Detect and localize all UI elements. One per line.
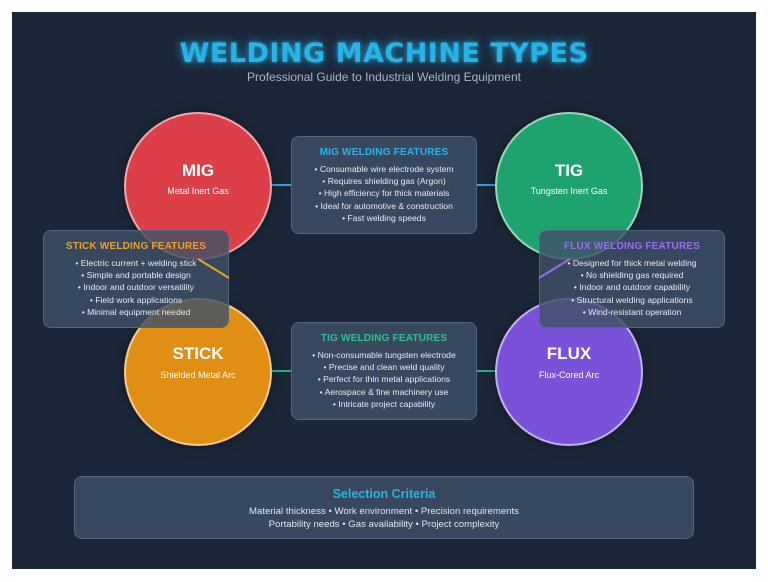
mig-name: MIG	[181, 161, 215, 180]
selection-criteria-panel: Selection Criteria Material thickness • …	[74, 476, 694, 539]
diagram-canvas: WELDING MACHINE TYPES Professional Guide…	[12, 12, 756, 569]
diagram-title: WELDING MACHINE TYPES	[179, 38, 589, 69]
flux-features-list: • Designed for thick metal welding • No …	[540, 257, 724, 318]
flux-name: FLUX	[546, 344, 592, 363]
selection-criteria-title: Selection Criteria	[332, 487, 436, 501]
list-item: • No shielding gas required	[580, 270, 684, 281]
stick-full-name: Shielded Metal Arc	[160, 370, 236, 380]
selection-criteria-line-2: Portability needs • Gas availability • P…	[268, 519, 500, 530]
list-item: • Intricate project capability	[332, 398, 436, 409]
list-item: • Precise and clean weld quality	[323, 362, 445, 373]
list-item: • Non-consumable tungsten electrode	[312, 350, 456, 360]
list-item: • Minimal equipment needed	[81, 306, 191, 317]
mig-full-name: Metal Inert Gas	[167, 186, 229, 196]
stick-features-panel: STICK WELDING FEATURES • Electric curren…	[43, 230, 229, 328]
list-item: • Simple and portable design	[81, 270, 191, 281]
mig-features-title: MIG WELDING FEATURES	[319, 147, 449, 158]
flux-full-name: Flux-Cored Arc	[538, 370, 600, 380]
tig-features-title: TIG WELDING FEATURES	[320, 333, 448, 344]
tig-features-list: • Non-consumable tungsten electrode • Pr…	[292, 349, 476, 410]
list-item: • Wind-resistant operation	[582, 306, 682, 317]
list-item: • Indoor and outdoor capability	[573, 282, 691, 293]
tig-features-panel: TIG WELDING FEATURES • Non-consumable tu…	[291, 322, 477, 420]
mig-features-list: • Consumable wire electrode system • Req…	[292, 163, 476, 224]
list-item: • Perfect for thin metal applications	[317, 374, 451, 385]
list-item: • Aerospace & fine machinery use	[319, 386, 449, 397]
connector-mig-to-features	[272, 184, 292, 186]
stick-features-list: • Electric current + welding stick • Sim…	[44, 257, 228, 318]
selection-criteria-line-1: Material thickness • Work environment • …	[249, 506, 519, 517]
stick-features-title: STICK WELDING FEATURES	[65, 241, 207, 252]
flux-features-title: FLUX WELDING FEATURES	[563, 241, 701, 252]
list-item: • High efficiency for thick materials	[318, 188, 450, 199]
list-item: • Fast welding speeds	[342, 212, 426, 223]
mig-features-panel: MIG WELDING FEATURES • Consumable wire e…	[291, 136, 477, 234]
list-item: • Requires shielding gas (Argon)	[322, 176, 446, 187]
tig-name: TIG	[554, 161, 584, 180]
connector-stick-to-features	[272, 370, 292, 372]
list-item: • Structural welding applications	[571, 294, 693, 305]
flux-features-panel: FLUX WELDING FEATURES • Designed for thi…	[539, 230, 725, 328]
list-item: • Designed for thick metal welding	[567, 258, 697, 268]
diagram-subtitle: Professional Guide to Industrial Welding…	[247, 70, 521, 84]
tig-full-name: Tungsten Inert Gas	[530, 186, 608, 196]
list-item: • Consumable wire electrode system	[314, 164, 454, 174]
list-item: • Indoor and outdoor versatility	[77, 282, 195, 293]
connector-features-to-flux	[476, 370, 496, 372]
stick-name: STICK	[172, 344, 224, 363]
list-item: • Field work applications	[89, 294, 183, 305]
connector-features-to-tig	[476, 184, 496, 186]
list-item: • Ideal for automotive & construction	[315, 200, 453, 211]
list-item: • Electric current + welding stick	[75, 258, 197, 268]
